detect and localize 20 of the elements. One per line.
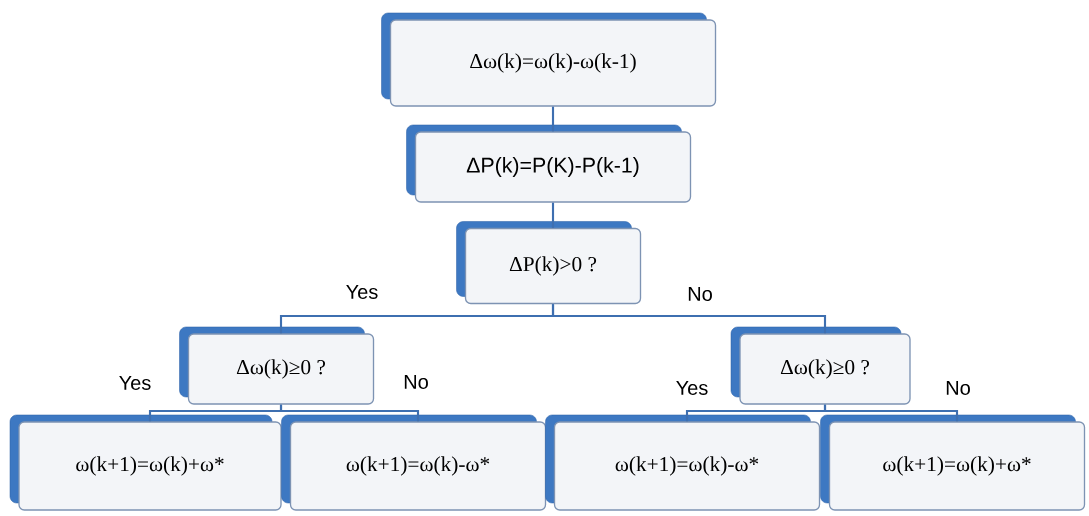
edge-label: No: [943, 379, 973, 397]
decision-box: ΔP(k)>0 ?: [456, 221, 642, 305]
edge-label: Yes: [344, 283, 380, 301]
edge-label: No: [685, 285, 715, 303]
result-box: ω(k+1)=ω(k)-ω*: [545, 414, 821, 511]
result-box: ω(k+1)=ω(k)+ω*: [820, 414, 1086, 511]
edge-label: No: [401, 373, 431, 391]
edge-label: Yes: [117, 374, 153, 392]
process-box: Δω(k)=ω(k)-ω(k-1): [381, 12, 717, 107]
result-box: ω(k+1)=ω(k)-ω*: [281, 414, 547, 511]
connector-line: [551, 106, 555, 132]
connector-line: [279, 404, 420, 422]
connector-line: [551, 304, 827, 334]
edge-label: Yes: [674, 379, 710, 397]
decision-box: Δω(k)≥0 ?: [730, 326, 911, 405]
result-box: ω(k+1)=ω(k)+ω*: [9, 414, 282, 511]
process-box: ΔP(k)=P(K)-P(k-1): [406, 124, 692, 203]
decision-box: Δω(k)≥0 ?: [179, 326, 375, 405]
connector-line: [823, 404, 959, 422]
connector-line: [551, 202, 555, 228]
